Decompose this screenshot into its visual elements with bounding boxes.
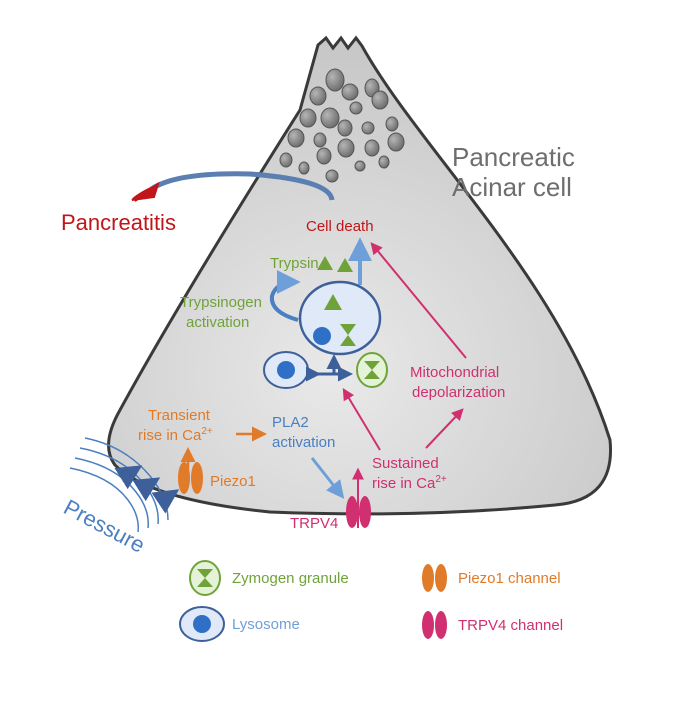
legend-zymogen-label: Zymogen granule <box>232 570 349 587</box>
trypsin-label: Trypsin <box>270 255 319 272</box>
cell-death-label: Cell death <box>306 218 374 235</box>
legend-piezo1-icon <box>422 564 447 592</box>
legend: Zymogen granule Lysosome Piezo1 channel … <box>179 560 563 642</box>
pla2-label-line2: activation <box>272 434 335 451</box>
pancreatitis-label: Pancreatitis <box>61 210 176 235</box>
pressure-label: Pressure <box>60 494 149 557</box>
mito-to-cell-death-arrow <box>370 242 467 359</box>
pla2-label-line1: PLA2 <box>272 414 309 431</box>
pressure-arrows <box>114 465 180 514</box>
cell-title-line1: Pancreatic <box>452 142 575 172</box>
apical-granules <box>279 68 405 183</box>
mito-label-line1: Mitochondrial <box>410 364 499 381</box>
vacuole-zymogen-icon <box>340 324 356 346</box>
trypsinogen-label-line1: Trypsinogen <box>180 294 262 311</box>
legend-trpv4-label: TRPV4 channel <box>458 617 563 634</box>
cell-death-to-pancreatitis-arrow <box>148 171 335 201</box>
trypsin-triangle-icon <box>317 256 333 270</box>
trypsin-triangle-icon <box>337 258 353 272</box>
transient-label-line2: rise in Ca2+ <box>138 426 213 444</box>
trypsinogen-label-line2: activation <box>186 314 249 331</box>
legend-trpv4-icon <box>422 611 447 639</box>
trypsinogen-activation-arrow <box>269 270 301 322</box>
sustained-label-line2: rise in Ca2+ <box>372 474 447 492</box>
fusion-arrows <box>306 354 353 382</box>
legend-piezo1-label: Piezo1 channel <box>458 570 561 587</box>
calcium-to-fusion-arrow <box>342 387 381 451</box>
trpv4-channel <box>346 496 371 528</box>
vacuole-lysosome-core <box>313 327 331 345</box>
piezo1-label: Piezo1 <box>210 473 256 490</box>
calcium-to-mito-arrow <box>425 408 464 449</box>
pla2-to-trpv4-arrow <box>310 457 345 499</box>
piezo1-channel <box>178 462 203 494</box>
legend-lysosome-label: Lysosome <box>232 616 300 633</box>
mito-label-line2: depolarization <box>412 384 505 401</box>
sustained-label-line1: Sustained <box>372 455 439 472</box>
trpv4-label: TRPV4 <box>290 515 338 532</box>
transient-label-line1: Transient <box>148 407 211 424</box>
fused-vacuole <box>298 280 382 356</box>
cell-title-line2: Acinar cell <box>452 172 572 202</box>
vacuole-trypsin-icon <box>324 294 342 310</box>
